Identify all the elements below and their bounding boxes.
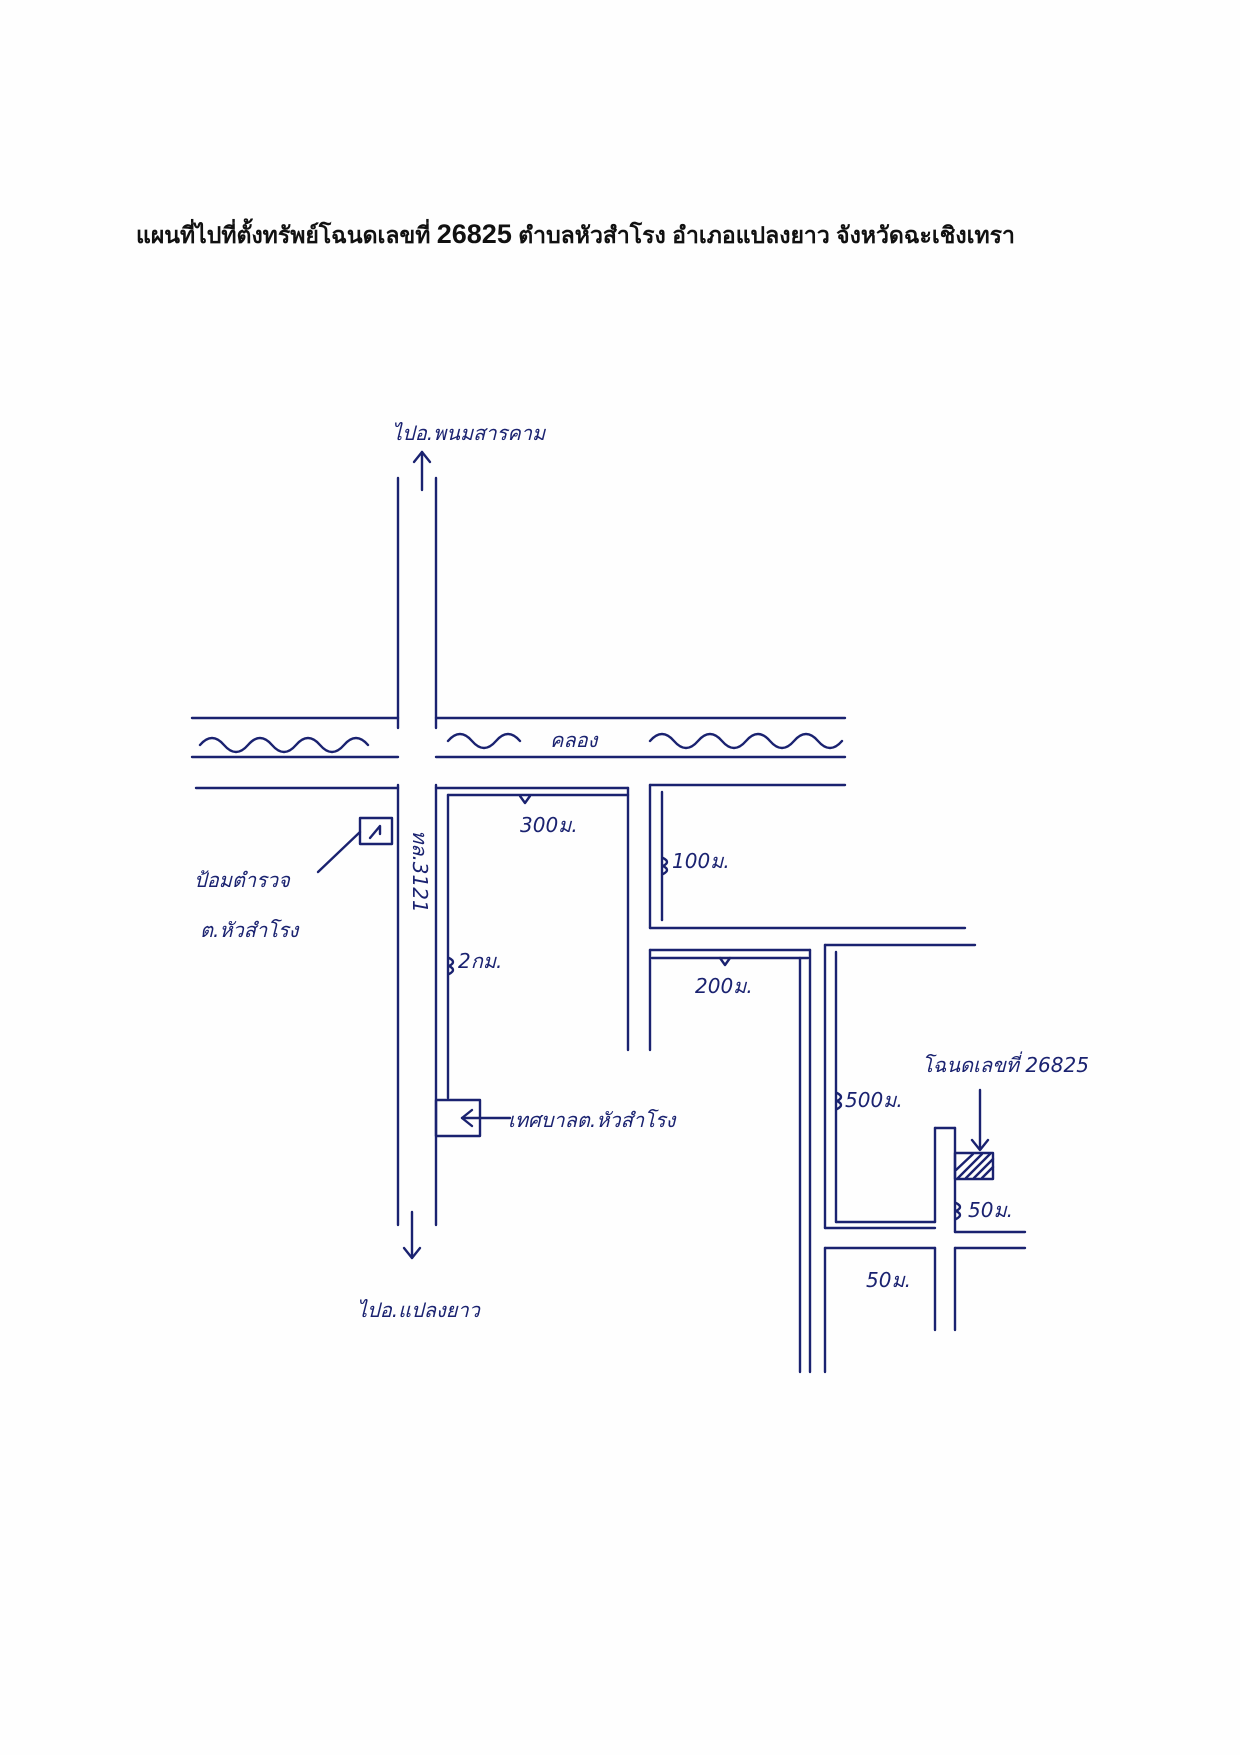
police-box-icon [316,816,394,874]
distance-d6: 50ม. [968,1198,1013,1222]
side-road-2 [648,783,967,930]
distance-markers [447,794,962,1221]
side-road-3 [648,948,812,1374]
police-sub-label: ต.หัวสำโรง [200,918,300,942]
north-arrow-icon [412,450,432,492]
road-label: ทล.3121 [408,830,432,913]
distance-d7: 50ม. [866,1268,911,1292]
municipality-label: เทศบาลต.หัวสำโรง [508,1108,677,1132]
distance-d4: 200ม. [695,974,753,998]
title-prefix: แผนที่ไปที่ตั้งทรัพย์โฉนดเลขที่ [136,222,431,248]
distance-d1: 300ม. [520,813,578,837]
south-arrow-icon [402,1210,422,1260]
distance-d5: 500ม. [845,1088,903,1112]
target-label: โฉนดเลขที่ 26825 [922,1051,1089,1077]
north-label: ไปอ.พนมสารคาม [392,421,547,445]
distance-d2: 100ม. [672,849,730,873]
title-deed-number: 26825 [436,219,512,249]
side-road-4 [823,943,1027,1374]
police-label: ป้อมตำรวจ [194,868,291,892]
distance-d3: 2กม. [458,949,502,973]
south-label: ไปอ.แปลงยาว [357,1298,482,1322]
page-title: แผนที่ไปที่ตั้งทรัพย์โฉนดเลขที่ 26825 ตำ… [136,218,1015,254]
canal [190,716,847,759]
municipality-box-icon [434,1098,512,1138]
side-road-1 [434,786,630,1100]
main-road [396,476,438,1227]
title-suffix: ตำบลหัวสำโรง อำเภอแปลงยาว จังหวัดฉะเชิงเ… [518,222,1015,248]
target-parcel-icon [953,1088,995,1181]
canal-label: คลอง [550,728,599,752]
